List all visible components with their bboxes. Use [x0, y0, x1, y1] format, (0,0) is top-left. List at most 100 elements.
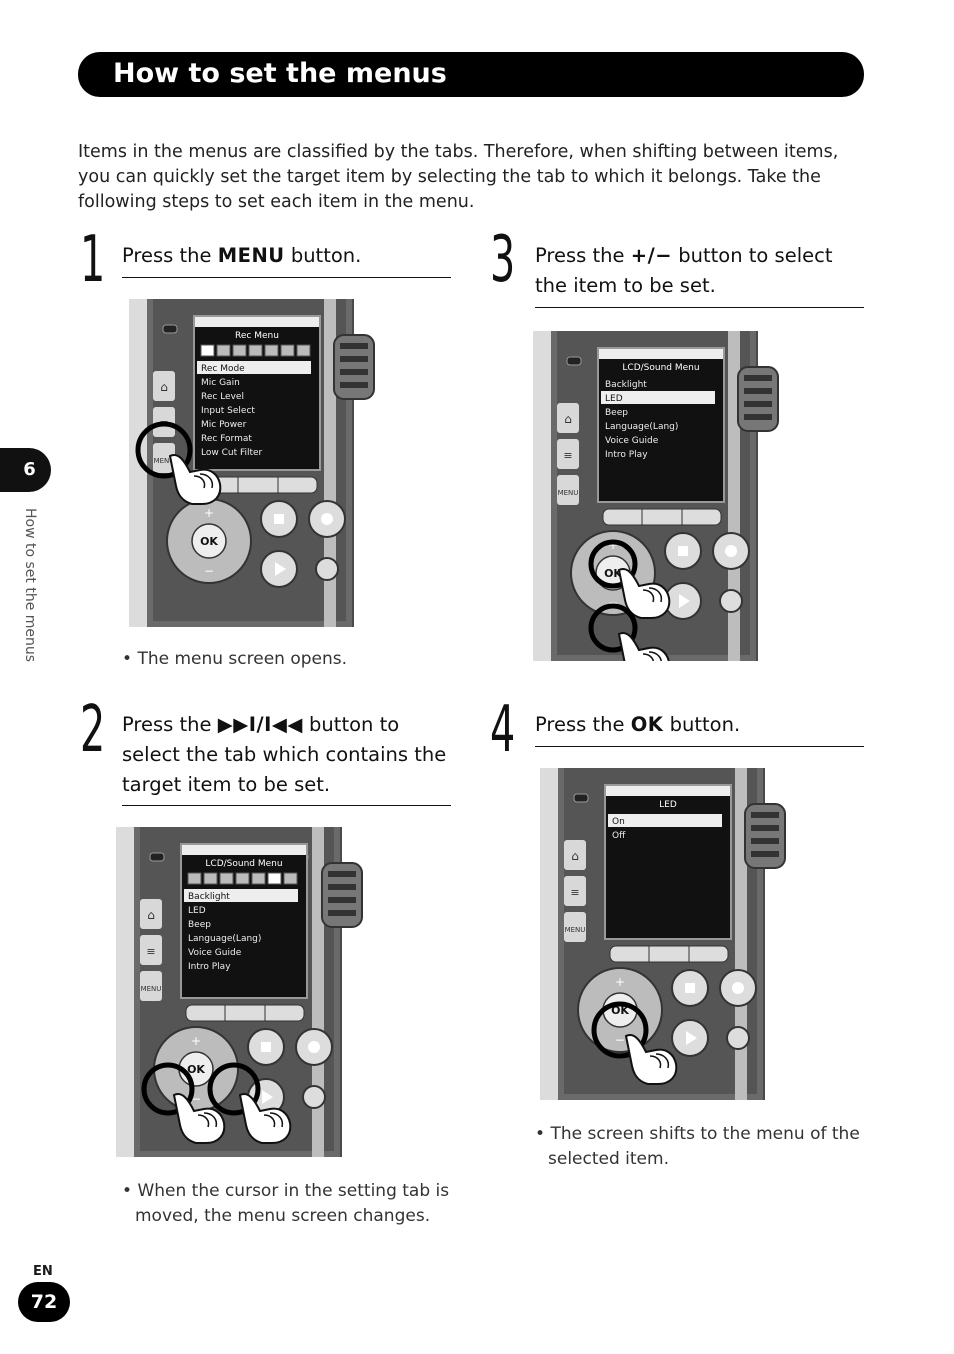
pointing-hand [238, 1093, 292, 1144]
menu-tab-icon [203, 872, 218, 885]
step-1-note: • The menu screen opens. [122, 649, 348, 669]
pointing-hand [172, 1093, 226, 1144]
menu-button-label: MENU [154, 457, 175, 465]
menu-key-label: MENU [217, 244, 285, 267]
menu-button [140, 971, 162, 1001]
jog-dial-groove [340, 382, 368, 388]
menu-item: Low Cut Filter [201, 448, 263, 458]
menu-tab-icon [187, 872, 202, 885]
menu-item: Beep [605, 408, 628, 418]
led-indicator [573, 793, 589, 803]
play-icon [275, 562, 286, 576]
menu-button [564, 912, 586, 942]
play-icon [686, 1031, 697, 1045]
hand-icon [168, 454, 222, 505]
plus-icon: + [191, 1034, 201, 1048]
function-keys [602, 508, 722, 526]
plus-icon: + [608, 538, 618, 552]
led-indicator [149, 852, 165, 862]
jog-dial-groove [340, 369, 368, 375]
language-code: EN [33, 1264, 53, 1279]
step-1-number: 1 [80, 223, 106, 297]
menu-title: Rec Menu [235, 331, 279, 341]
device-left-edge [540, 768, 560, 1100]
minus-icon: − [191, 1092, 201, 1106]
fn-button [726, 1026, 750, 1050]
home-button [140, 899, 162, 929]
highlight-ring [588, 603, 638, 653]
step-4-rule [535, 746, 864, 747]
menu-item: Mic Power [201, 420, 247, 430]
menu-item: On [612, 817, 625, 827]
hand-icon [624, 1034, 678, 1085]
minus-icon: − [608, 596, 618, 610]
status-bar [599, 349, 723, 359]
step-3-number: 3 [490, 223, 516, 297]
menu-title: LED [659, 800, 677, 810]
plus-icon: + [204, 506, 214, 520]
stop-icon [274, 514, 284, 524]
jog-dial-groove [328, 871, 356, 877]
list-button [557, 439, 579, 469]
jog-dial-groove [328, 884, 356, 890]
step-2-rule [122, 805, 451, 806]
menu-item: Backlight [188, 892, 230, 902]
menu-tab-icon [219, 872, 234, 885]
menu-item: Rec Mode [201, 364, 245, 374]
stop-icon [678, 546, 688, 556]
pointing-hand [624, 1034, 678, 1085]
function-keys [185, 1004, 305, 1022]
home-button [557, 403, 579, 433]
function-keys [609, 945, 729, 963]
list-button [564, 876, 586, 906]
status-bar [606, 786, 730, 796]
plus-icon: + [615, 975, 625, 989]
stop-icon [685, 983, 695, 993]
jog-dial-groove [744, 414, 772, 420]
menu-item-highlight [197, 361, 311, 374]
menu-item: Voice Guide [605, 436, 659, 446]
led-indicator [162, 324, 178, 334]
menu-tab-icon [235, 872, 250, 885]
menu-item: Mic Gain [201, 378, 240, 388]
step-1-rule [122, 277, 451, 278]
device-illustration-step-3: ⌂≡MENU▲▼LCD/Sound MenuBacklightLEDBeepLa… [533, 331, 788, 683]
menu-item: Intro Play [605, 450, 648, 460]
highlight-ring [588, 539, 638, 589]
jog-dial-groove [744, 401, 772, 407]
menu-title: LCD/Sound Menu [205, 859, 282, 869]
menu-item: Language(Lang) [188, 934, 261, 944]
hand-finger-lines [197, 1112, 218, 1128]
device-left-edge [533, 331, 553, 661]
led-indicator [566, 356, 582, 366]
menu-item: Intro Play [188, 962, 231, 972]
pointing-hand [168, 454, 222, 505]
jog-dial-groove [751, 838, 779, 844]
record-icon [321, 513, 333, 525]
page-title: How to set the menus [113, 58, 447, 89]
menu-item: Voice Guide [188, 948, 242, 958]
ok-button-label: OK [187, 1063, 205, 1076]
hand-finger-lines [642, 587, 663, 603]
ok-key-label: OK [630, 713, 664, 736]
pointing-hand [617, 568, 671, 619]
menu-tab-icon [296, 344, 311, 357]
play-icon [262, 1090, 273, 1104]
record-icon [308, 1041, 320, 1053]
jog-dial-groove [328, 897, 356, 903]
home-button [564, 840, 586, 870]
ok-button-label: OK [611, 1004, 629, 1017]
list-icon: ≡ [563, 449, 572, 462]
record-icon [732, 982, 744, 994]
list-icon: ≡ [570, 886, 579, 899]
jog-dial-groove [751, 812, 779, 818]
highlight-ring [135, 421, 193, 479]
play-icon [679, 594, 690, 608]
menu-item: Rec Format [201, 434, 252, 444]
ok-button [191, 523, 227, 559]
lcd-screen [195, 317, 319, 469]
hand-icon [617, 568, 671, 619]
hand-finger-lines [649, 1053, 670, 1069]
home-icon: ⌂ [564, 412, 572, 426]
